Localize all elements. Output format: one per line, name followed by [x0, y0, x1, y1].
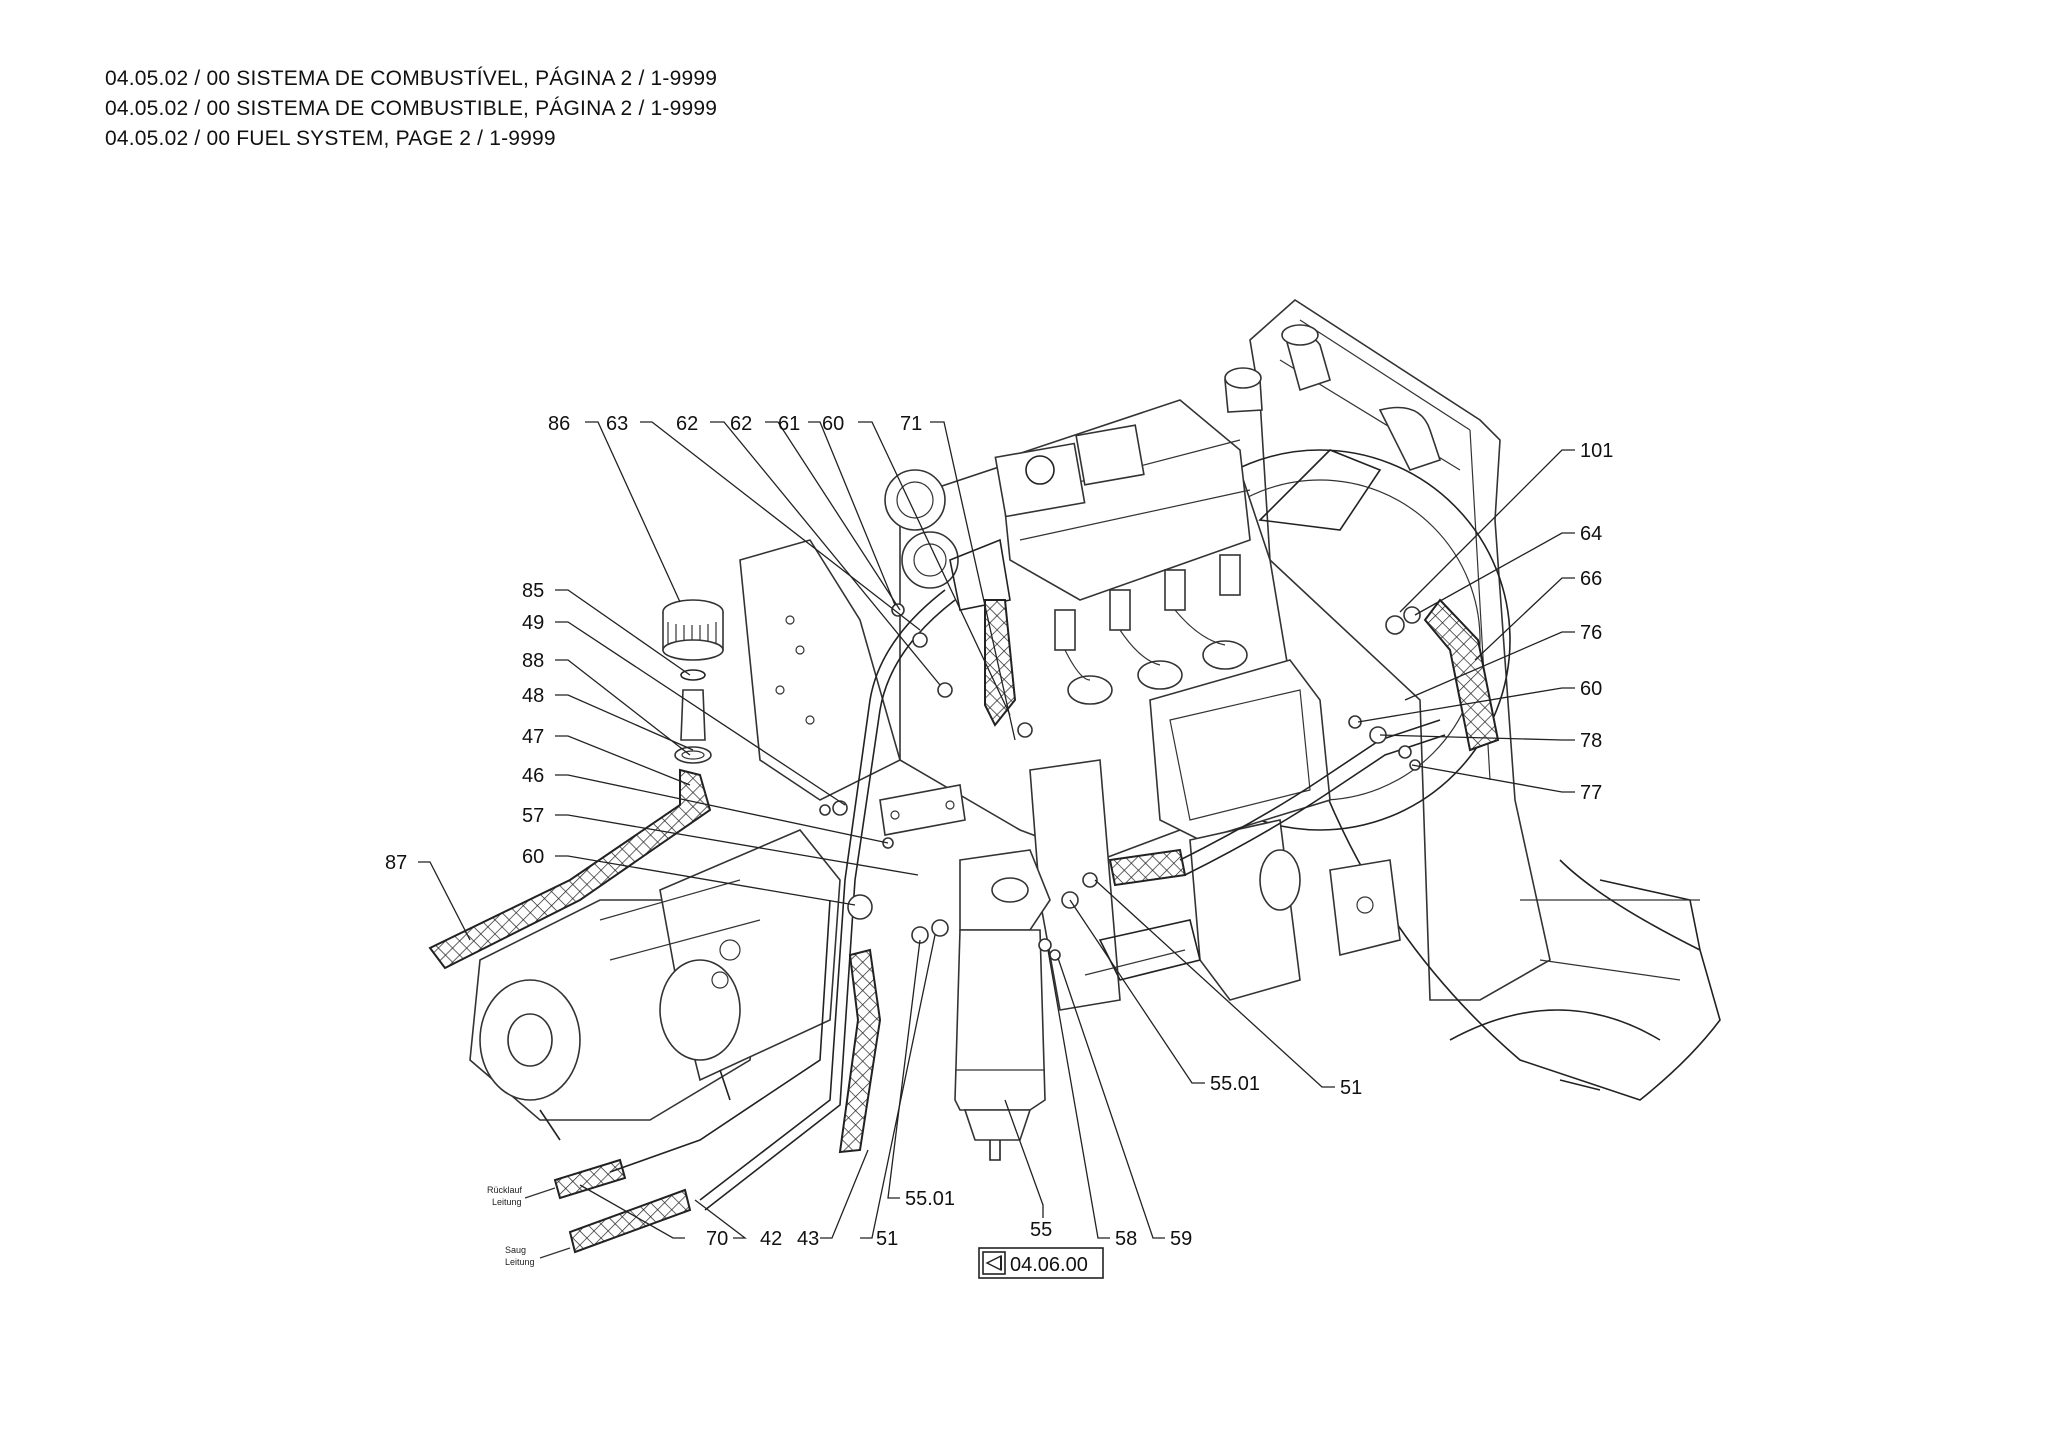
- callout-42: 42: [760, 1228, 782, 1250]
- callout-46: 46: [522, 765, 544, 787]
- callout-101: 101: [1580, 440, 1613, 462]
- callout-48: 48: [522, 685, 544, 707]
- callout-88: 88: [522, 650, 544, 672]
- callout-43: 43: [797, 1228, 819, 1250]
- callout-51-bottom: 51: [876, 1228, 898, 1250]
- callout-87: 87: [385, 852, 407, 874]
- filler-assembly: [662, 599, 724, 764]
- callout-62b: 62: [730, 413, 752, 435]
- fuel-filter: [954, 849, 1051, 1161]
- injectors: [1054, 554, 1248, 705]
- callout-49: 49: [522, 612, 544, 634]
- fuel-lines: [609, 589, 1446, 1211]
- callout-61: 61: [778, 413, 800, 435]
- title-english: 04.05.02 / 00 FUEL SYSTEM, PAGE 2 / 1-99…: [105, 127, 556, 150]
- page-header: 04.05.02 / 00 SISTEMA DE COMBUSTÍVEL, PÁ…: [105, 64, 717, 154]
- leader-lines: [418, 421, 1575, 1239]
- callout-66: 66: [1580, 568, 1602, 590]
- arrow-left-triangle-icon: [982, 1251, 1006, 1275]
- callout-55: 55: [1030, 1219, 1052, 1241]
- callout-77: 77: [1580, 782, 1602, 804]
- callout-62a: 62: [676, 413, 698, 435]
- return-line-label-1: Rücklauf: [487, 1185, 523, 1195]
- mounting-bracket: [739, 539, 966, 836]
- callout-70: 70: [706, 1228, 728, 1250]
- hose-line-labels: Rücklauf Leitung Saug Leitung: [487, 1185, 571, 1267]
- callout-60-left: 60: [522, 846, 544, 868]
- intake-pipes: [1224, 324, 1442, 531]
- callout-64: 64: [1580, 523, 1602, 545]
- cross-reference-label: 04.06.00: [1010, 1254, 1088, 1276]
- callout-76: 76: [1580, 622, 1602, 644]
- return-line-label-2: Leitung: [492, 1197, 522, 1207]
- callout-78: 78: [1580, 730, 1602, 752]
- callout-55-01-bottom: 55.01: [905, 1188, 955, 1210]
- hydraulic-pumps: [469, 829, 841, 1141]
- callout-85: 85: [522, 580, 544, 602]
- callout-47: 47: [522, 726, 544, 748]
- suction-line-label-2: Leitung: [505, 1257, 535, 1267]
- callout-71: 71: [900, 413, 922, 435]
- callout-63: 63: [606, 413, 628, 435]
- callout-labels: 86 63 62 62 61 60 71 101 64 66 76 60 78 …: [385, 413, 1613, 1250]
- cross-reference-link[interactable]: 04.06.00: [978, 1247, 1104, 1279]
- callout-51-right: 51: [1340, 1077, 1362, 1099]
- suction-line-label-1: Saug: [505, 1245, 526, 1255]
- callout-86: 86: [548, 413, 570, 435]
- fittings: [819, 603, 1421, 961]
- callout-58: 58: [1115, 1228, 1137, 1250]
- title-spanish: 04.05.02 / 00 SISTEMA DE COMBUSTIBLE, PÁ…: [105, 97, 718, 120]
- callout-60-top: 60: [822, 413, 844, 435]
- title-portuguese: 04.05.02 / 00 SISTEMA DE COMBUSTÍVEL, PÁ…: [105, 67, 718, 90]
- callout-57: 57: [522, 805, 544, 827]
- fuel-hoses: [428, 598, 1500, 1254]
- callout-55-01-right: 55.01: [1210, 1073, 1260, 1095]
- callout-59: 59: [1170, 1228, 1192, 1250]
- callout-60-right: 60: [1580, 678, 1602, 700]
- engine-block: [884, 399, 1331, 1011]
